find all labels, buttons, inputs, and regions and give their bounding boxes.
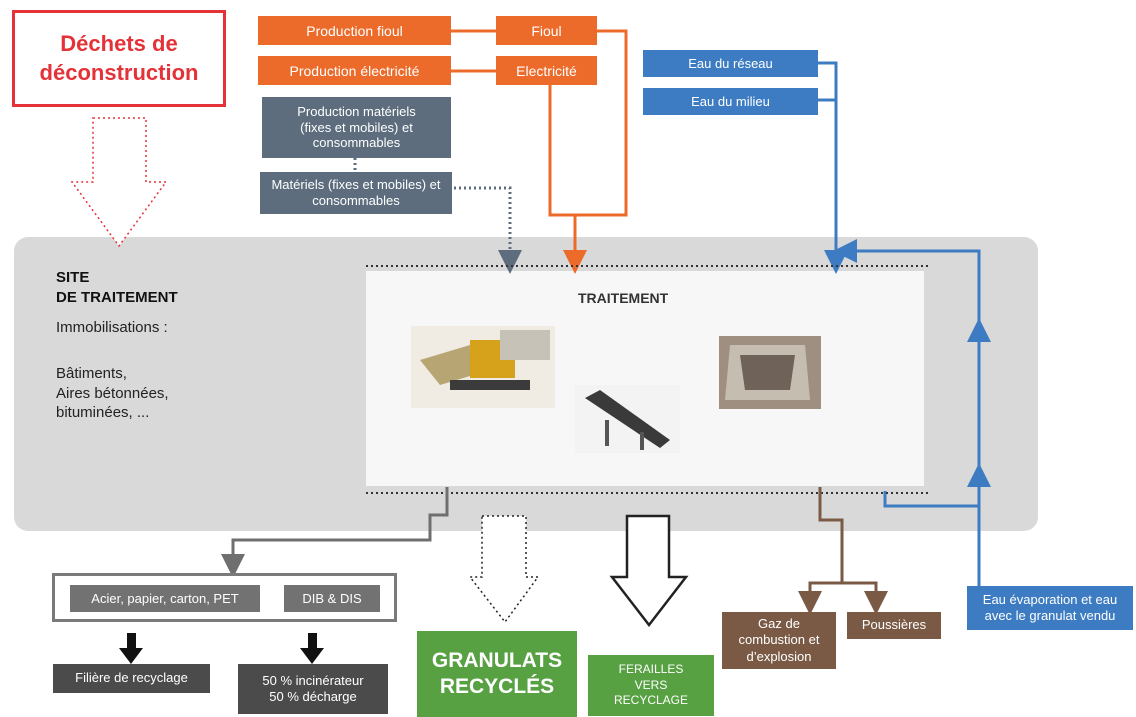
immobilisation-item: Aires bétonnées, bbox=[56, 384, 169, 402]
electricite-box: Electricité bbox=[496, 56, 597, 85]
incinerateur-text: 50 % incinérateur bbox=[262, 672, 364, 688]
site-title-line2: DE TRAITEMENT bbox=[56, 289, 178, 307]
traitement-label: TRAITEMENT bbox=[578, 290, 669, 306]
acier-box: Acier, papier, carton, PET bbox=[70, 585, 260, 612]
site-title-line1: SITE bbox=[56, 269, 90, 286]
immobilisation-item: Bâtiments, bbox=[56, 365, 127, 382]
title-line1: Déchets de bbox=[60, 30, 178, 56]
filiere-box: Filière de recyclage bbox=[53, 664, 210, 693]
granulats-box: GRANULATS RECYCLÉS bbox=[417, 631, 577, 717]
immobilisation-item: bituminées, ... bbox=[56, 404, 150, 421]
evaporation-loop-line bbox=[883, 491, 981, 586]
materiels-box: Matériels (fixes et mobiles) et consomma… bbox=[260, 172, 452, 214]
site-title: SITE DE TRAITEMENT bbox=[56, 268, 178, 309]
conveyor-image bbox=[575, 385, 680, 453]
immobilisations-label: Immobilisations : bbox=[56, 319, 168, 336]
eau-reseau-line bbox=[818, 61, 848, 274]
production-electricite-box: Production électricité bbox=[258, 56, 451, 85]
granulats-output-arrow bbox=[468, 515, 540, 624]
deconstruction-title-box: Déchets de déconstruction bbox=[12, 10, 226, 107]
dust-output-line bbox=[842, 581, 888, 615]
production-fioul-box: Production fioul bbox=[258, 16, 451, 45]
gaz-box: Gaz de combustion et d’explosion bbox=[722, 612, 836, 669]
recirculation-line bbox=[833, 239, 981, 330]
filiere-down-arrow bbox=[119, 633, 143, 664]
poussieres-box: Poussières bbox=[847, 612, 941, 639]
title-line2: déconstruction bbox=[39, 59, 199, 85]
ferailles-box: FERAILLES VERS RECYCLAGE bbox=[588, 655, 714, 716]
dib-down-arrow bbox=[300, 633, 324, 664]
ferailles-output-arrow bbox=[609, 514, 689, 628]
gas-output-line bbox=[798, 487, 844, 615]
dib-box: DIB & DIS bbox=[284, 585, 380, 612]
incineration-box: 50 % incinérateur 50 % décharge bbox=[238, 664, 388, 714]
electricite-feed-line bbox=[548, 84, 587, 274]
granulats-line2: RECYCLÉS bbox=[439, 675, 555, 698]
deconstruction-input-arrow bbox=[70, 117, 168, 248]
fioul-feed-line bbox=[575, 29, 628, 217]
evaporation-box: Eau évaporation et eau avec le granulat … bbox=[967, 586, 1133, 630]
eau-milieu-box: Eau du milieu bbox=[643, 88, 818, 115]
screen-image bbox=[719, 336, 821, 409]
decharge-text: 50 % décharge bbox=[269, 689, 357, 704]
production-materiels-box: Production matériels (fixes et mobiles) … bbox=[262, 97, 451, 158]
crusher-image bbox=[411, 326, 555, 408]
materials-output-line bbox=[221, 487, 449, 578]
fioul-box: Fioul bbox=[496, 16, 597, 45]
eau-reseau-box: Eau du réseau bbox=[643, 50, 818, 77]
granulats-line1: GRANULATS bbox=[431, 648, 563, 672]
materials-feed-dotted bbox=[449, 186, 522, 274]
immobilisations-list: Bâtiments, Aires bétonnées, bituminées, … bbox=[56, 364, 169, 423]
